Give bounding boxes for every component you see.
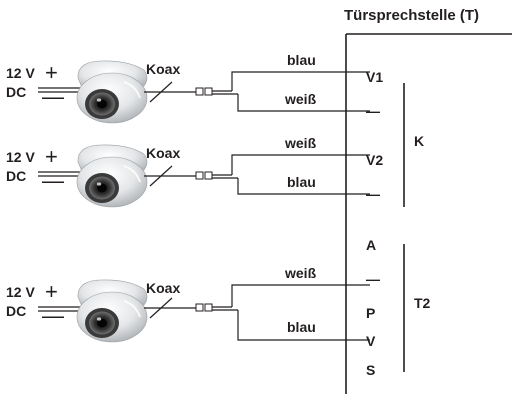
camera-unit-1: 12 V + DC — Koax blau weiß xyxy=(6,52,370,124)
wire-top xyxy=(231,71,370,91)
terminal-label-ground: — xyxy=(366,186,380,202)
power-minus-sign: — xyxy=(42,84,64,109)
connector-icon xyxy=(204,87,213,96)
wire-bottom-label: weiß xyxy=(284,91,317,107)
power-minus-sign: — xyxy=(42,303,64,328)
wire-bottom xyxy=(237,310,370,341)
connector-icon xyxy=(195,87,204,96)
wire-bottom-label: blau xyxy=(287,174,316,190)
power-voltage-label: 12 V xyxy=(6,65,35,81)
power-plus-sign: + xyxy=(45,279,58,304)
camera-unit-2: 12 V + DC — Koax weiß blau xyxy=(6,135,370,208)
coax-slash xyxy=(149,297,173,319)
power-voltage-label: 12 V xyxy=(6,149,35,165)
wire-bottom xyxy=(237,178,370,195)
power-dc-label: DC xyxy=(6,168,26,184)
camera-unit-3: 12 V + DC — Koax weiß blau xyxy=(6,265,370,343)
group-label-k: K xyxy=(414,133,424,149)
connector-icon xyxy=(195,171,204,180)
connector-icon xyxy=(204,171,213,180)
wire-top xyxy=(231,284,370,307)
terminal-label-a: A xyxy=(366,237,376,253)
dome-camera-icon xyxy=(76,278,149,343)
power-minus-sign: — xyxy=(42,168,64,193)
cable-label: Koax xyxy=(146,61,180,77)
power-dc-label: DC xyxy=(6,303,26,319)
power-voltage-label: 12 V xyxy=(6,284,35,300)
connector-icon xyxy=(195,303,204,312)
terminal-label-p: P xyxy=(366,305,375,321)
dome-camera-icon xyxy=(76,59,149,124)
connector-icon xyxy=(204,303,213,312)
terminal-label-ground: — xyxy=(366,271,380,287)
group-label-t2: T2 xyxy=(414,295,431,311)
terminal-label-s: S xyxy=(366,362,375,378)
power-plus-sign: + xyxy=(45,144,58,169)
cable-label: Koax xyxy=(146,280,180,296)
terminal-label-v: V xyxy=(366,333,376,349)
coax-slash xyxy=(149,165,173,187)
power-dc-label: DC xyxy=(6,84,26,100)
terminal-label-v1: V1 xyxy=(366,69,383,85)
wire-top-label: weiß xyxy=(284,265,317,281)
wire-top xyxy=(231,154,370,175)
wire-top-label: weiß xyxy=(284,135,317,151)
wire-bottom xyxy=(237,94,370,112)
terminal-label-v2: V2 xyxy=(366,152,383,168)
wire-bottom-label: blau xyxy=(287,319,316,335)
coax-slash xyxy=(149,81,173,103)
cable-label: Koax xyxy=(146,145,180,161)
panel-title: Türsprechstelle (T) xyxy=(344,7,479,24)
power-plus-sign: + xyxy=(45,60,58,85)
terminal-block: V1 — V2 — A — P V S xyxy=(366,69,383,378)
terminal-label-ground: — xyxy=(366,103,380,119)
wire-top-label: blau xyxy=(287,52,316,68)
dome-camera-icon xyxy=(76,143,149,208)
